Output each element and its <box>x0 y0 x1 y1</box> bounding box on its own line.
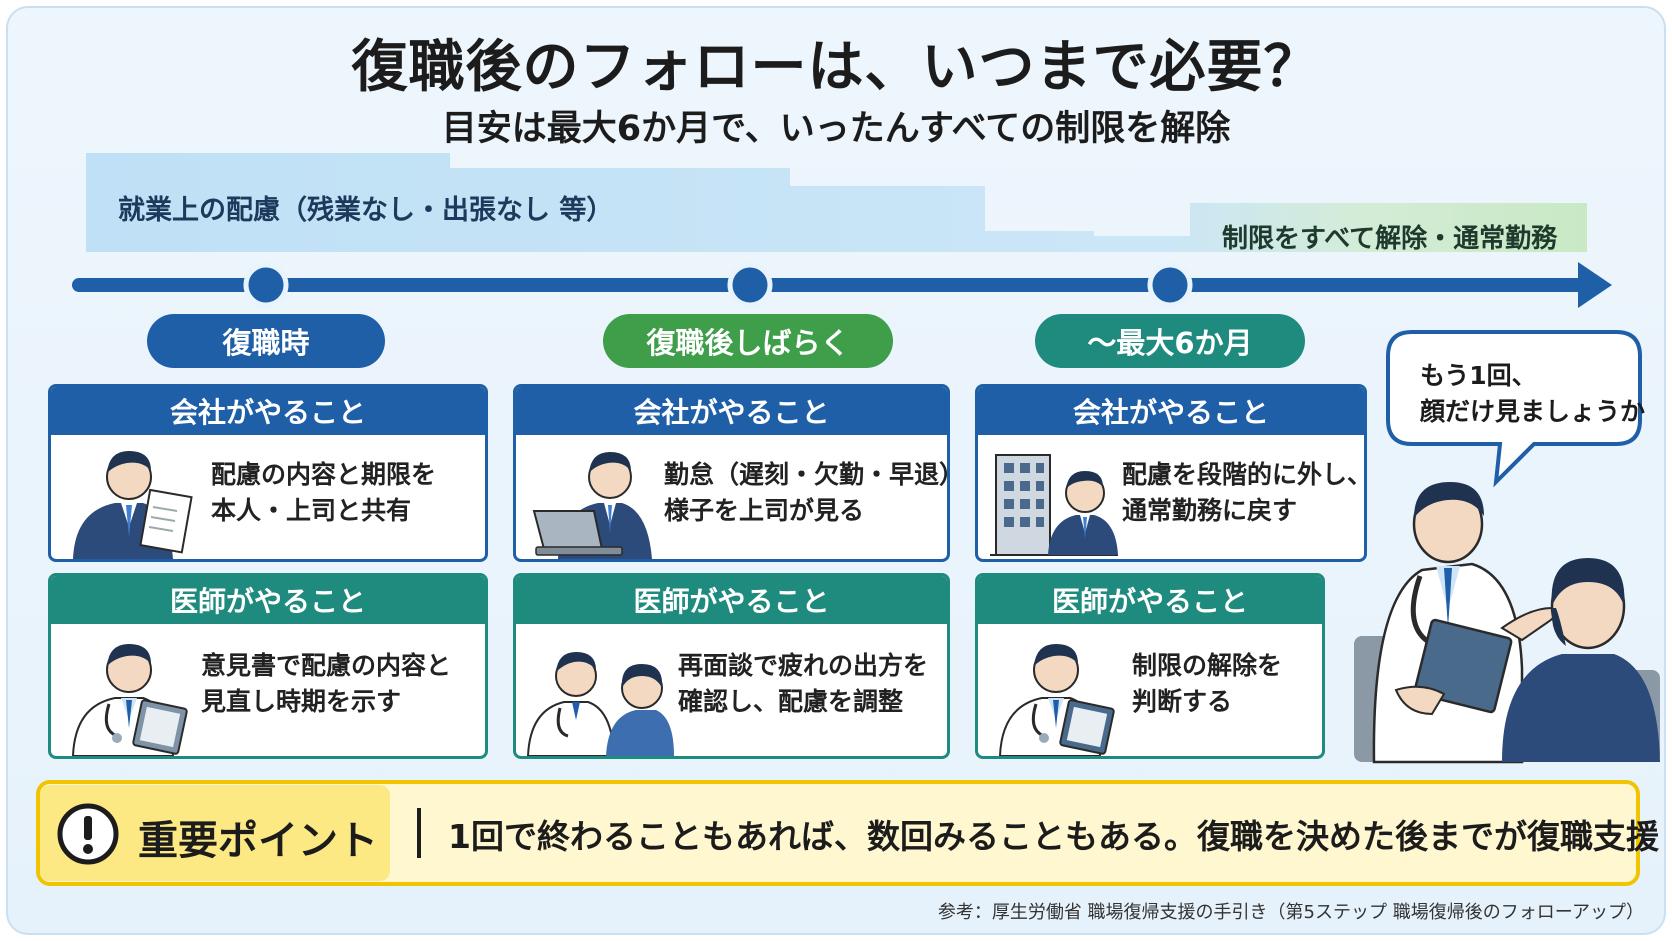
doctor-card-line-2: 確認し、配慮を調整 <box>678 687 904 716</box>
doctor-with-clipboard-icon <box>71 644 188 756</box>
doctor-card-phase-2: 医師がやること 再面談で疲れの出方を 確認し、配慮を調整 <box>513 573 950 759</box>
timeline-marker-3 <box>1147 262 1193 308</box>
company-card-phase-3: 会社がやること 配慮を段階的に外し、 通常勤務に戻す <box>975 384 1367 562</box>
doctor-card-phase-3: 医師がやること 制限の解除を 判断する <box>975 573 1325 759</box>
company-card-header: 会社がやること <box>978 387 1364 435</box>
company-card-line-1: 配慮の内容と期限を <box>211 460 437 489</box>
accommodation-label: 就業上の配慮（残業なし・出張なし 等） <box>118 195 614 226</box>
company-card-phase-1: 会社がやること 配慮の内容と期限を 本人・上司と共有 <box>48 384 488 562</box>
office-building-and-worker-icon <box>990 454 1118 556</box>
doctor-card-line-1: 意見書で配慮の内容と <box>201 651 452 680</box>
doctor-and-patient-illustration <box>1354 482 1660 764</box>
phase-pill-max-six-months: ～最大6か月 <box>1035 314 1305 368</box>
doctor-card-line-2: 見直し時期を示す <box>201 687 402 716</box>
speech-bubble <box>1386 330 1642 488</box>
timeline-marker-2 <box>727 262 773 308</box>
important-point-separator <box>417 808 421 858</box>
doctor-card-line-2: 判断する <box>1132 687 1233 716</box>
phase-pill-return: 復職時 <box>147 314 385 368</box>
company-card-header: 会社がやること <box>51 387 485 435</box>
doctor-card-text: 制限の解除を 判断する <box>1132 648 1282 720</box>
timeline-marker-1 <box>243 262 289 308</box>
page-title: 復職後のフォローは、いつまで必要？ <box>351 35 1321 100</box>
accommodation-band <box>86 153 1587 252</box>
doctor-card-phase-1: 医師がやること 意見書で配慮の内容と 見直し時期を示す <box>48 573 488 759</box>
businessman-with-document-icon <box>73 451 193 559</box>
company-card-text: 配慮の内容と期限を 本人・上司と共有 <box>211 457 436 529</box>
exclamation-icon <box>57 803 119 865</box>
doctor-card-text: 再面談で疲れの出方を 確認し、配慮を調整 <box>678 648 928 720</box>
important-point-text: 1回で終わることもあれば、数回みることもある。復職を決めた後までが復職支援 <box>448 817 1659 856</box>
man-with-laptop-icon <box>532 452 652 559</box>
company-card-line-2: 通常勤務に戻す <box>1122 496 1298 525</box>
speech-bubble-text: もう1回、 顔だけ見ましょうか <box>1420 358 1645 430</box>
accommodation-band-shape <box>86 153 1587 252</box>
source-citation: 参考：厚生労働省 職場復帰支援の手引き（第5ステップ 職場復帰後のフォローアップ… <box>937 902 1644 923</box>
company-card-text: 勤怠（遅刻・欠勤・早退）と 様子を上司が見る <box>664 457 947 529</box>
company-card-line-1: 配慮を段階的に外し、 <box>1122 460 1367 489</box>
company-card-text: 配慮を段階的に外し、 通常勤務に戻す <box>1122 457 1367 529</box>
timeline-arrowhead <box>1578 262 1612 308</box>
company-card-line-2: 本人・上司と共有 <box>211 496 412 525</box>
timeline <box>72 262 1612 308</box>
doctor-card-header: 医師がやること <box>978 576 1322 624</box>
phase-pill-shortly-after: 復職後しばらく <box>603 314 893 368</box>
important-point-label: 重要ポイント <box>138 818 378 864</box>
doctor-card-header: 医師がやること <box>516 576 947 624</box>
doctor-with-clipboard-icon <box>998 644 1115 756</box>
speech-bubble-line-1: もう1回、 <box>1420 361 1537 390</box>
full-release-label: 制限をすべて解除・通常勤務 <box>1222 224 1558 254</box>
page-subtitle: 目安は最大6か月で、いったんすべての制限を解除 <box>441 109 1231 149</box>
doctor-card-line-1: 再面談で疲れの出方を <box>678 651 929 680</box>
company-card-header: 会社がやること <box>516 387 947 435</box>
speech-bubble-line-2: 顔だけ見ましょうか <box>1420 397 1646 426</box>
company-card-line-1: 勤怠（遅刻・欠勤・早退）と <box>664 460 947 489</box>
timeline-line <box>72 278 1592 292</box>
company-card-phase-2: 会社がやること 勤怠（遅刻・欠勤・早退）と 様子を上司が見る <box>513 384 950 562</box>
doctor-card-line-1: 制限の解除を <box>1132 651 1283 680</box>
company-card-line-2: 様子を上司が見る <box>664 496 865 525</box>
doctor-consulting-patient-icon <box>526 652 674 756</box>
doctor-card-header: 医師がやること <box>51 576 485 624</box>
doctor-card-text: 意見書で配慮の内容と 見直し時期を示す <box>201 648 451 720</box>
